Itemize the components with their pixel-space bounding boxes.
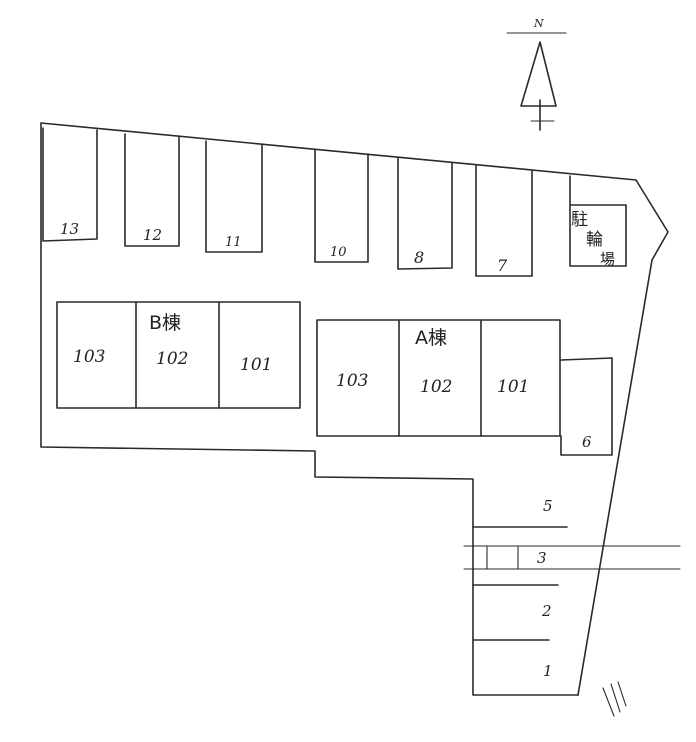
parking-column-south: 5 3 2 1 xyxy=(472,497,568,680)
parking-space: 11 xyxy=(205,140,263,253)
bicycle-parking: 駐 輪 場 xyxy=(569,175,627,268)
parking-number: 13 xyxy=(60,220,79,238)
building-a: A棟 103 102 101 xyxy=(316,319,561,437)
parking-number: 8 xyxy=(414,248,424,267)
parking-number: 12 xyxy=(143,226,162,244)
parking-number: 10 xyxy=(330,245,347,260)
building-b: B棟 103 102 101 xyxy=(56,301,301,409)
parking-number: 3 xyxy=(537,549,547,567)
parking-space: 12 xyxy=(124,133,180,247)
north-label: N xyxy=(533,17,544,30)
bicycle-parking-char: 場 xyxy=(600,250,615,268)
bicycle-parking-char: 輪 xyxy=(586,230,603,250)
parking-number: 2 xyxy=(541,602,552,620)
unit-number: 102 xyxy=(156,349,188,369)
parking-number: 5 xyxy=(543,497,553,515)
parking-number: 1 xyxy=(543,662,553,680)
unit-number: 103 xyxy=(73,347,105,367)
unit-number: 101 xyxy=(497,377,529,397)
parking-space: 8 xyxy=(397,157,453,270)
unit-number: 102 xyxy=(420,377,452,397)
site-boundary xyxy=(40,122,669,696)
unit-number: 101 xyxy=(240,355,272,375)
parking-space: 7 xyxy=(475,165,533,277)
building-label: B棟 xyxy=(149,312,181,334)
road-lines xyxy=(463,545,681,717)
parking-space: 6 xyxy=(560,357,613,456)
parking-space: 13 xyxy=(42,127,98,242)
parking-number: 6 xyxy=(582,433,592,451)
parking-number: 7 xyxy=(497,256,508,275)
north-arrow-icon: N xyxy=(506,17,567,131)
bicycle-parking-char: 駐 xyxy=(571,210,588,230)
parking-number: 11 xyxy=(225,235,242,250)
unit-number: 103 xyxy=(336,371,368,391)
parking-space: 10 xyxy=(314,149,369,263)
building-label: A棟 xyxy=(415,327,447,349)
